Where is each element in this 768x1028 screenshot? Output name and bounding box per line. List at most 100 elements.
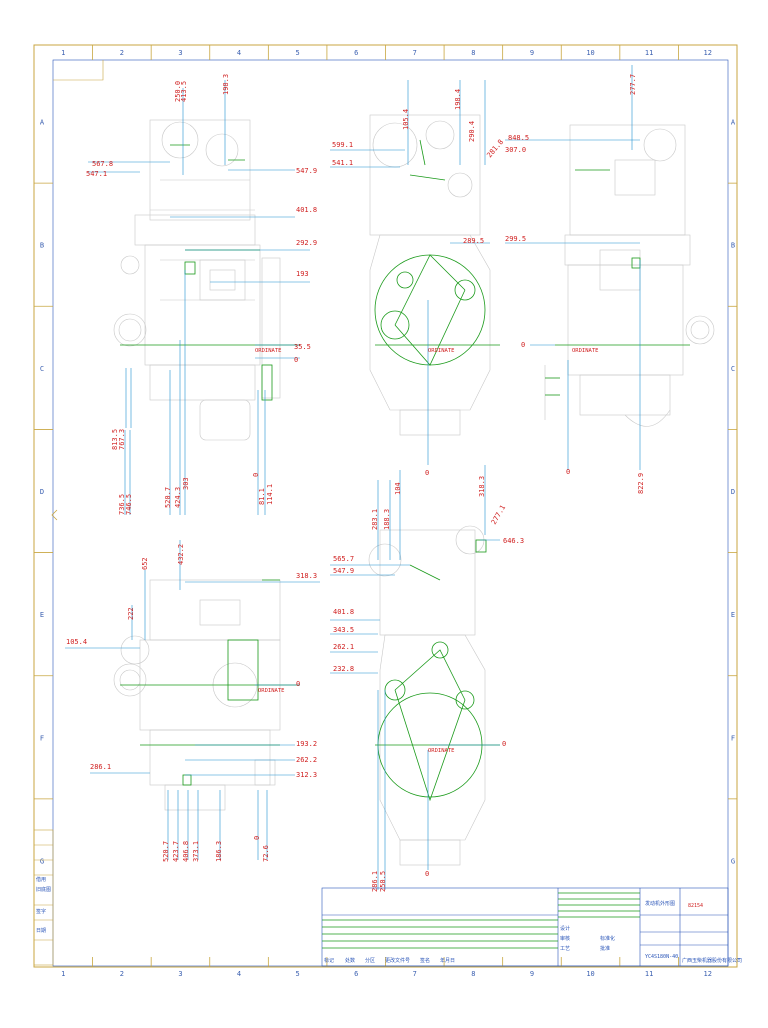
dim-541-1: 541.1 bbox=[332, 159, 353, 167]
dim-193-2: 193.2 bbox=[296, 740, 317, 748]
engine-view-lower-right-green bbox=[375, 539, 500, 802]
grid-col-label: 3 bbox=[178, 970, 182, 978]
engine-view-front-right bbox=[544, 124, 715, 427]
dim-286-1-b: 286.1 bbox=[371, 871, 379, 892]
grid-row-label: F bbox=[40, 734, 44, 742]
grid-col-label: 9 bbox=[530, 49, 534, 57]
dim-520-7: 520.7 bbox=[164, 487, 172, 508]
dim-567-8: 567.8 bbox=[92, 160, 113, 168]
grid-col-label: 1 bbox=[61, 49, 65, 57]
view3-leaders bbox=[505, 65, 641, 470]
row-ticks bbox=[34, 182, 737, 800]
grid-col-label: 8 bbox=[471, 970, 475, 978]
info-label-approve: 批准 bbox=[600, 945, 610, 952]
engine-view-lower-left bbox=[113, 579, 281, 811]
dim-250-0: 250.0 bbox=[174, 81, 182, 102]
title-block-rows bbox=[322, 892, 640, 949]
grid-col-label: 3 bbox=[178, 49, 182, 57]
dim-72-6: 72.6 bbox=[262, 845, 270, 862]
dim-277-1: 277.1 bbox=[490, 504, 507, 526]
grid-col-label: 8 bbox=[471, 49, 475, 57]
dim-299-5: 299.5 bbox=[505, 235, 526, 243]
dim-413-5: 413.5 bbox=[180, 81, 188, 102]
coord-label-view5: ORDINATE bbox=[428, 748, 455, 754]
grid-col-label: 5 bbox=[296, 49, 300, 57]
dim-303: 303 bbox=[182, 477, 190, 490]
grid-col-label: 7 bbox=[413, 49, 417, 57]
dim-232-8: 232.8 bbox=[333, 665, 354, 673]
engine-view-front-left bbox=[113, 119, 281, 441]
dim-0-right: 0 bbox=[521, 341, 525, 349]
dim-193: 193 bbox=[296, 270, 309, 278]
grid-row-label: D bbox=[731, 488, 735, 496]
company-name: 广西玉柴机器股份有限公司 bbox=[682, 957, 742, 964]
dim-81-1: 81.1 bbox=[258, 488, 266, 505]
view2-leaders bbox=[330, 80, 490, 465]
grid-row-label: G bbox=[731, 857, 735, 865]
rev-label-zone: 分区 bbox=[365, 957, 375, 964]
center-mark bbox=[51, 509, 58, 521]
view3-dimensions: 848.5 299.5 0 277.7 0 822.9 ORDINATE bbox=[505, 74, 645, 494]
dim-424-3: 424.3 bbox=[174, 487, 182, 508]
strip-label-3: 日期 bbox=[36, 928, 46, 934]
dim-289-5: 289.5 bbox=[463, 237, 484, 245]
dim-401-8-b: 401.8 bbox=[333, 608, 354, 616]
dim-0-lr: 0 bbox=[502, 740, 506, 748]
dim-104: 104 bbox=[394, 482, 402, 495]
dim-547-9-b: 547.9 bbox=[333, 567, 354, 575]
info-label-std: 标准化 bbox=[600, 935, 615, 942]
rev-label-sign: 签名 bbox=[420, 957, 430, 964]
coord-label-view3: ORDINATE bbox=[572, 348, 599, 354]
dim-105-4-l: 105.4 bbox=[66, 638, 87, 646]
dim-277-7: 277.7 bbox=[629, 74, 637, 95]
sheet-border bbox=[33, 44, 738, 968]
grid-row-label: F bbox=[731, 734, 735, 742]
engine-view-front-right-green bbox=[545, 169, 690, 396]
info-label-process: 工艺 bbox=[560, 946, 570, 952]
view4-dimensions: 105.4 318.3 0 193.2 262.2 312.3 286.1 65… bbox=[66, 544, 317, 862]
dim-290-4: 290.4 bbox=[468, 121, 476, 142]
grid-row-label: B bbox=[40, 242, 44, 250]
dim-547-1: 547.1 bbox=[86, 170, 107, 178]
coord-label-view2: ORDINATE bbox=[428, 348, 455, 354]
dim-250-5: 250.5 bbox=[379, 871, 387, 892]
column-ticks bbox=[92, 45, 679, 967]
coord-label-view1: ORDINATE bbox=[255, 348, 282, 354]
left-strip bbox=[33, 829, 54, 966]
dim-746-5: 746.5 bbox=[125, 494, 133, 515]
model-number: YC4S180N-40 bbox=[645, 954, 678, 960]
dim-432-2: 432.2 bbox=[177, 544, 185, 565]
dim-520-7-l: 520.7 bbox=[162, 841, 170, 862]
dim-0-mid: 0 bbox=[425, 469, 429, 477]
dim-423-7: 423.7 bbox=[172, 841, 180, 862]
dim-318-3-b: 318.3 bbox=[478, 476, 486, 497]
info-label-design: 设计 bbox=[560, 925, 570, 932]
dim-767-3: 767.3 bbox=[118, 429, 126, 450]
dim-312-3: 312.3 bbox=[296, 771, 317, 779]
grid-col-label: 2 bbox=[120, 970, 124, 978]
dim-848-5: 848.5 bbox=[508, 134, 529, 142]
dim-286-1: 286.1 bbox=[90, 763, 111, 771]
grid-col-label: 6 bbox=[354, 49, 358, 57]
dim-401-8: 401.8 bbox=[296, 206, 317, 214]
grid-col-label: 12 bbox=[703, 49, 711, 57]
dim-198-4: 198.4 bbox=[454, 89, 462, 110]
dim-186-3: 186.3 bbox=[215, 841, 223, 862]
strip-label-2: 签字 bbox=[36, 908, 46, 915]
dim-0-right-b: 0 bbox=[566, 468, 570, 476]
rev-label-date: 年月日 bbox=[440, 957, 455, 964]
grid-row-label: G bbox=[40, 857, 44, 865]
drawing-number: 82154 bbox=[688, 903, 703, 909]
dim-114-1: 114.1 bbox=[266, 484, 274, 505]
rev-label-docno: 更改文件号 bbox=[385, 957, 410, 964]
grid-row-label: C bbox=[40, 365, 44, 373]
grid-row-label: C bbox=[731, 365, 735, 373]
dim-0-lower-b: 0 bbox=[253, 836, 261, 840]
dim-105-4: 105.4 bbox=[402, 109, 410, 130]
